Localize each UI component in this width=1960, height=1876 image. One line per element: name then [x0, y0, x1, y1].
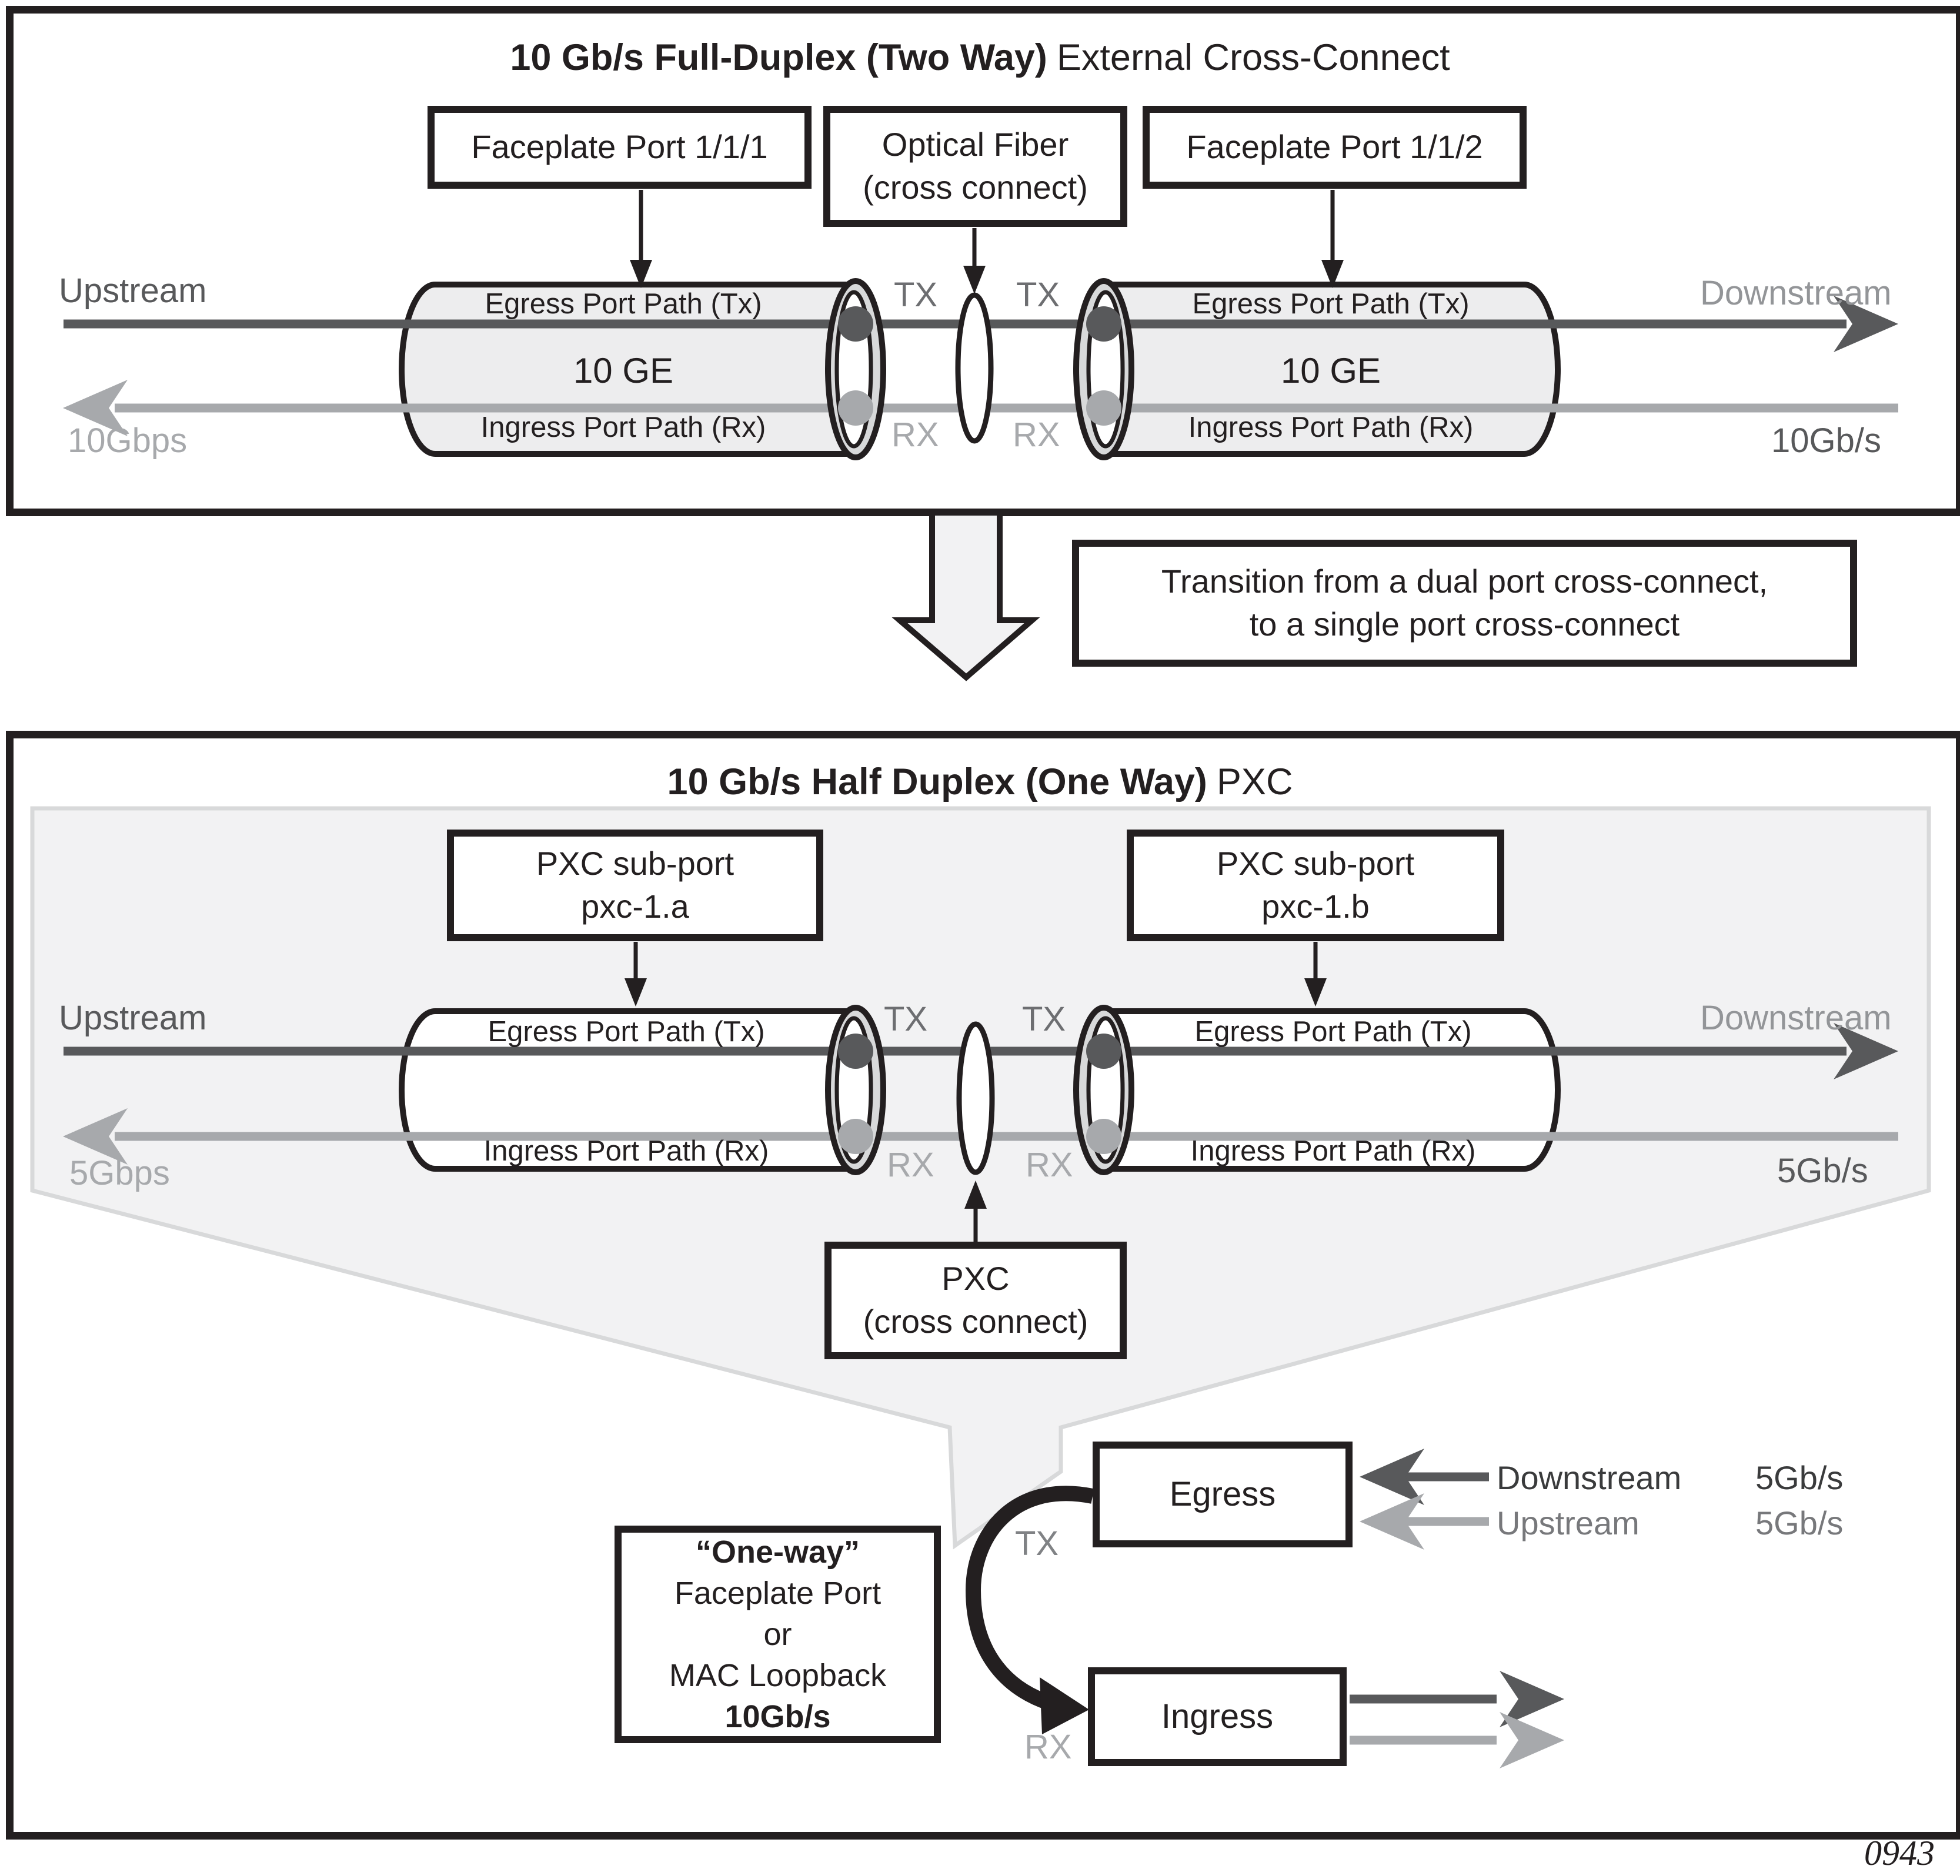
bottom-downstream-label: Downstream: [1700, 999, 1892, 1037]
bottom-upstream-label: Upstream: [59, 999, 207, 1037]
legend-downstream-label: Downstream: [1497, 1459, 1682, 1496]
top-rx-right-label: RX: [1013, 416, 1060, 454]
pxc-callout-arrowhead: [964, 1181, 987, 1209]
loopback-arrowhead: [1040, 1677, 1089, 1734]
bottom-panel-title-bold: 10 Gb/s Half Duplex (One Way): [667, 761, 1207, 802]
funnel-shade-polygon: [30, 806, 1931, 1550]
top-right-tx-dot: [1086, 306, 1121, 342]
fiber-callout-arrowhead: [963, 266, 986, 294]
top-optical-fiber-ellipse: [955, 292, 994, 444]
top-upstream-arrowhead: [63, 380, 128, 436]
top-right-egress-path-label: Egress Port Path (Tx): [1192, 288, 1470, 320]
top-right-capacity-label: 10 GE: [1280, 351, 1381, 390]
bottom-right-tx-dot: [1086, 1034, 1121, 1069]
subport-b-callout-arrowhead: [1304, 978, 1327, 1006]
legend-upstream-label: Upstream: [1497, 1504, 1640, 1541]
optical-fiber-line2: (cross connect): [863, 169, 1088, 206]
bottom-left-ingress-path-label: Ingress Port Path (Rx): [483, 1135, 769, 1167]
bottom-right-ingress-path-label: Ingress Port Path (Rx): [1190, 1135, 1476, 1167]
transition-down-arrow: [891, 510, 1040, 681]
faceplate-port-1-box: Faceplate Port 1/1/1: [428, 106, 812, 189]
top-right-ingress-path-label: Ingress Port Path (Rx): [1188, 412, 1474, 443]
faceplate-port-2-box: Faceplate Port 1/1/2: [1143, 106, 1527, 189]
loopback-rx-label: RX: [1024, 1728, 1072, 1766]
bottom-right-rx-dot: [1086, 1119, 1121, 1154]
ingress-out-upstream-arrowhead: [1500, 1712, 1564, 1768]
legend-upstream-rate: 5Gb/s: [1755, 1504, 1844, 1541]
legend-upstream-arrowhead: [1360, 1493, 1424, 1550]
ingress-out-downstream-arrowhead: [1500, 1671, 1564, 1727]
legend-downstream-arrowhead: [1360, 1449, 1424, 1505]
bottom-downstream-arrowhead: [1834, 1023, 1898, 1079]
faceplate-port-1-label: Faceplate Port 1/1/1: [471, 128, 768, 166]
top-panel-title: 10 Gb/s Full-Duplex (Two Way)External Cr…: [0, 36, 1960, 79]
top-downstream-arrowhead: [1834, 296, 1898, 352]
ingress-box: Ingress: [1088, 1667, 1347, 1766]
top-upstream-label: Upstream: [59, 272, 207, 310]
legend-downstream-rate: 5Gb/s: [1755, 1459, 1844, 1496]
pxc-subport-a-line2: pxc-1.a: [581, 888, 689, 925]
bottom-rate-right-label: 5Gb/s: [1777, 1152, 1868, 1190]
top-panel-title-bold: 10 Gb/s Full-Duplex (Two Way): [510, 37, 1047, 78]
top-rate-right-label: 10Gb/s: [1771, 422, 1881, 460]
bottom-upstream-arrowhead: [63, 1108, 128, 1165]
bottom-rx-right-label: RX: [1026, 1146, 1073, 1184]
oneway-line2: Faceplate Port: [674, 1575, 882, 1611]
top-left-capacity-label: 10 GE: [573, 351, 674, 390]
oneway-line5: 10Gb/s: [724, 1699, 831, 1735]
top-left-rx-dot: [838, 390, 873, 426]
top-tx-left-label: TX: [894, 276, 938, 314]
figure-number: 0943: [1864, 1834, 1935, 1872]
oneway-box: “One-way” Faceplate Port or MAC Loopback…: [615, 1526, 941, 1743]
faceplate-port-2-label: Faceplate Port 1/1/2: [1186, 128, 1483, 166]
transition-line1: Transition from a dual port cross-connec…: [1161, 563, 1768, 600]
loopback-curve: [965, 1486, 1094, 1713]
bottom-tx-right-label: TX: [1022, 1000, 1066, 1038]
faceplate1-callout-arrowhead: [630, 260, 652, 288]
egress-box: Egress: [1093, 1442, 1353, 1547]
pxc-subport-a-box: PXC sub-port pxc-1.a: [447, 830, 823, 941]
bottom-left-tx-dot: [838, 1034, 873, 1069]
bottom-left-egress-path-label: Egress Port Path (Tx): [488, 1016, 765, 1048]
loopback-tx-label: TX: [1015, 1524, 1059, 1563]
top-panel-title-rest: External Cross-Connect: [1056, 37, 1450, 78]
top-rx-left-label: RX: [891, 416, 939, 454]
optical-fiber-line1: Optical Fiber: [882, 126, 1069, 163]
pxc-cross-connect-box: PXC (cross connect): [824, 1242, 1127, 1359]
top-left-egress-path-label: Egress Port Path (Tx): [485, 288, 762, 320]
pxc-subport-b-box: PXC sub-port pxc-1.b: [1127, 830, 1504, 941]
oneway-line4: MAC Loopback: [669, 1658, 887, 1694]
transition-box: Transition from a dual port cross-connec…: [1072, 540, 1857, 667]
bottom-left-rx-dot: [838, 1119, 873, 1154]
oneway-line1: “One-way”: [695, 1534, 860, 1570]
transition-line2: to a single port cross-connect: [1249, 606, 1680, 643]
top-tx-right-label: TX: [1016, 276, 1060, 314]
bottom-pxc-fiber-ellipse: [956, 1021, 995, 1175]
pxc-cross-connect-line1: PXC: [941, 1260, 1010, 1298]
bottom-rx-left-label: RX: [887, 1146, 934, 1184]
top-left-tx-dot: [838, 306, 873, 342]
pxc-subport-a-line1: PXC sub-port: [536, 845, 734, 882]
egress-label: Egress: [1169, 1475, 1276, 1514]
faceplate2-callout-arrowhead: [1321, 260, 1344, 288]
subport-a-callout-arrowhead: [625, 978, 647, 1006]
top-left-ingress-path-label: Ingress Port Path (Rx): [480, 412, 766, 443]
bottom-panel-title: 10 Gb/s Half Duplex (One Way)PXC: [0, 761, 1960, 803]
optical-fiber-box: Optical Fiber (cross connect): [823, 106, 1127, 227]
top-downstream-label: Downstream: [1700, 274, 1892, 312]
bottom-right-egress-path-label: Egress Port Path (Tx): [1194, 1016, 1472, 1048]
top-rate-left-label: 10Gbps: [68, 422, 188, 460]
ingress-label: Ingress: [1161, 1697, 1274, 1736]
oneway-line3: or: [763, 1616, 792, 1652]
pxc-cross-connect-line2: (cross connect): [863, 1303, 1088, 1340]
bottom-tx-left-label: TX: [884, 1000, 928, 1038]
pxc-subport-b-line2: pxc-1.b: [1261, 888, 1370, 925]
pxc-subport-b-line1: PXC sub-port: [1216, 845, 1415, 882]
top-right-rx-dot: [1086, 390, 1121, 426]
bottom-rate-left-label: 5Gbps: [69, 1154, 170, 1192]
bottom-panel-title-rest: PXC: [1216, 761, 1293, 802]
